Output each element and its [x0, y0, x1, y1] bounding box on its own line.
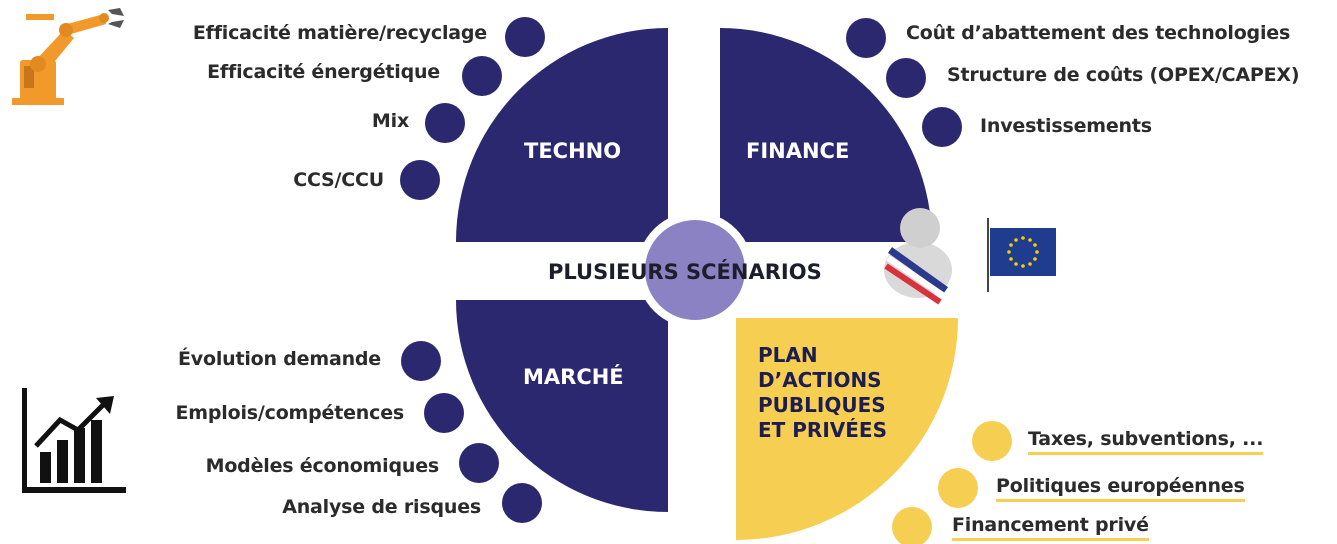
plan-title-line: PUBLIQUES: [758, 393, 886, 417]
finance-item: Investissements: [980, 115, 1152, 137]
techno-item: Mix: [371, 110, 409, 132]
finance-item: Structure de coûts (OPEX/CAPEX): [947, 64, 1300, 86]
techno-item: Efficacité matière/recyclage: [192, 22, 487, 44]
plan-quadrant: [736, 318, 958, 540]
mayor-sash-person-icon: [884, 208, 952, 305]
marche-quadrant: [456, 300, 668, 512]
plan-item: Taxes, subventions, ...: [1028, 428, 1263, 455]
industrial-robot-arm-icon: [12, 8, 124, 105]
techno-bullet: [462, 56, 502, 96]
techno-bullet: [400, 160, 440, 200]
finance-bullet: [922, 107, 962, 147]
marche-item: Emplois/compétences: [175, 402, 405, 424]
plan-bullet: [972, 421, 1012, 461]
techno-bullet: [425, 103, 465, 143]
techno-item: Efficacité énergétique: [207, 61, 440, 83]
plan-item: Financement privé: [952, 514, 1149, 541]
marche-item: Évolution demande: [178, 348, 381, 370]
finance-bullet: [846, 18, 886, 58]
marche-bullet: [424, 393, 464, 433]
plan-item: Politiques européennes: [996, 475, 1245, 502]
plan-title-line: ET PRIVÉES: [758, 418, 887, 442]
bar-chart-growth-icon: [22, 388, 126, 493]
techno-item: CCS/CCU: [293, 169, 384, 191]
finance-quadrant: [720, 28, 932, 242]
plan-bullet: [892, 507, 932, 544]
marche-bullet: [401, 341, 441, 381]
plan-title-line: PLAN: [758, 343, 818, 367]
marche-item: Analyse de risques: [282, 496, 481, 518]
marche-item: Modèles économiques: [205, 455, 440, 477]
techno-title: TECHNO: [524, 139, 622, 163]
plan-title: PLAN D’ACTIONS PUBLIQUES ET PRIVÉES: [758, 343, 887, 443]
center-circle: [645, 220, 745, 320]
finance-item: Coût d’abattement des technologies: [906, 22, 1291, 44]
finance-title: FINANCE: [746, 139, 850, 163]
marche-bullet: [459, 443, 499, 483]
plan-bullet: [938, 468, 978, 508]
plan-title-line: D’ACTIONS: [758, 368, 882, 392]
finance-bullet: [886, 58, 926, 98]
center-title: PLUSIEURS SCÉNARIOS: [548, 260, 822, 284]
techno-bullet: [505, 17, 545, 57]
techno-quadrant: [456, 28, 668, 242]
marche-bullet: [502, 483, 542, 523]
marche-title: MARCHÉ: [523, 365, 624, 389]
eu-flag-icon: [987, 218, 1056, 292]
